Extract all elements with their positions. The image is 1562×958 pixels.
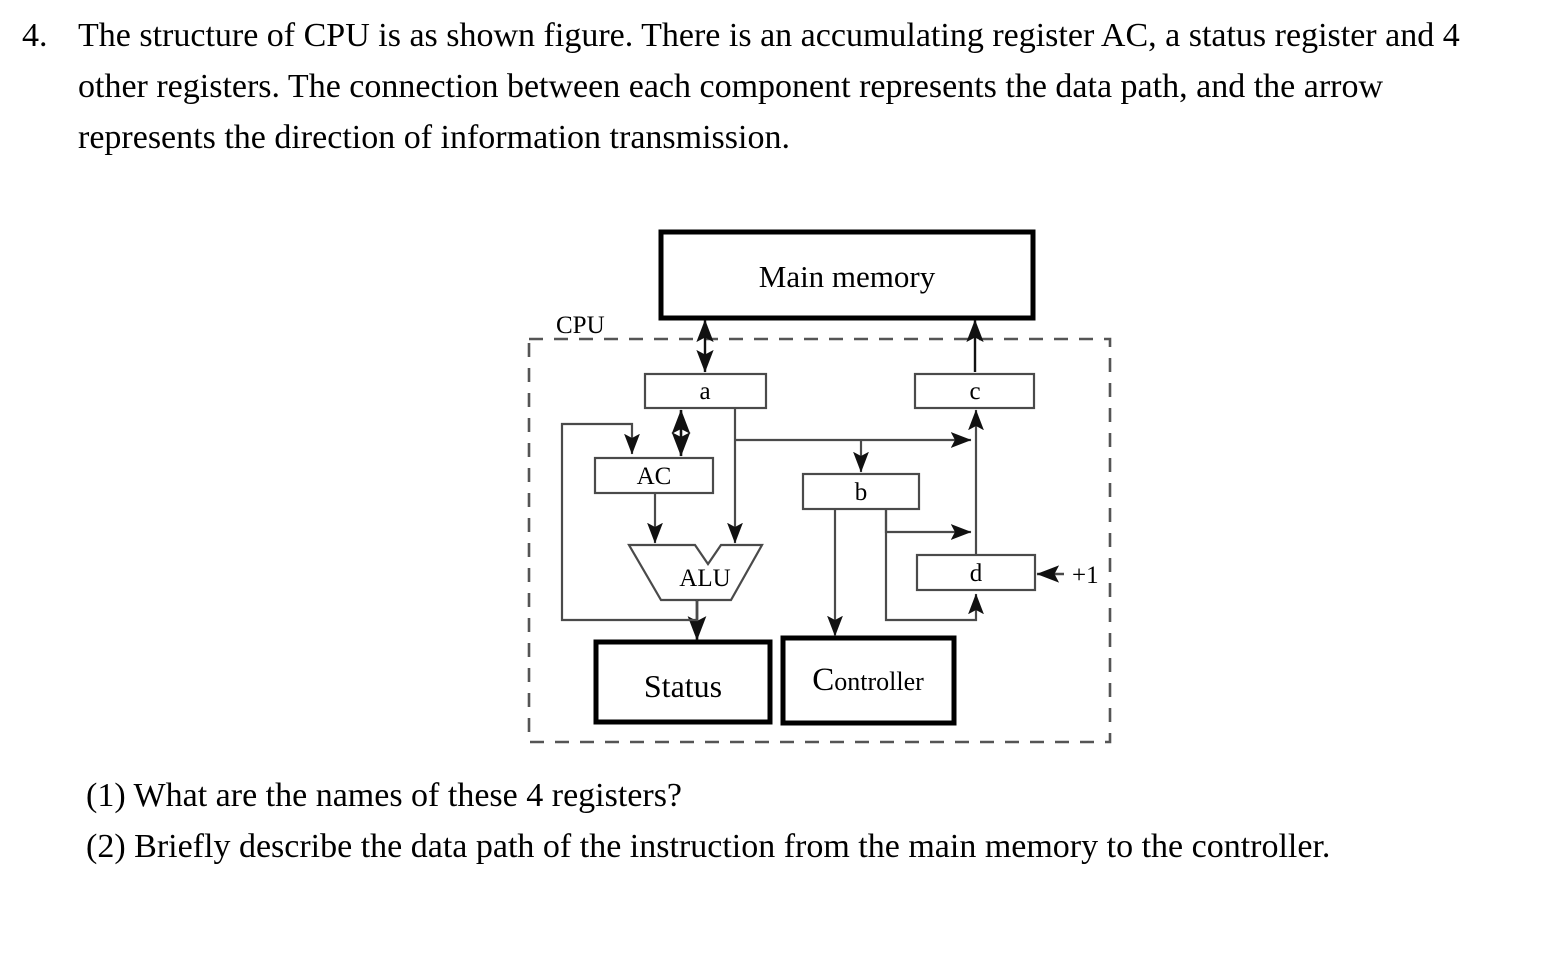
controller-label-rest: ontroller xyxy=(834,667,924,696)
alu-label: ALU xyxy=(679,565,730,592)
accumulator-ac-label: AC xyxy=(637,463,672,490)
edge-alu-feedback-to-ac xyxy=(560,422,699,622)
cpu-boundary-label: CPU xyxy=(556,312,605,339)
register-d-label: d xyxy=(970,560,983,587)
question-number: 4. xyxy=(22,17,48,54)
register-b-label: b xyxy=(855,479,868,506)
cpu-boundary-dashed-box xyxy=(527,337,1112,744)
edge-b-to-dc-trunk xyxy=(884,509,972,540)
register-b-box xyxy=(801,472,921,511)
controller-label-capital: C xyxy=(812,662,834,698)
register-c-label: c xyxy=(969,378,980,405)
register-a-label: a xyxy=(699,378,710,405)
question-stem-text: The structure of CPU is as shown figure.… xyxy=(78,17,1460,156)
main-memory-box xyxy=(658,229,1036,321)
main-memory-label: Main memory xyxy=(759,259,936,294)
register-a-box xyxy=(643,372,768,410)
sub-questions: (1) What are the names of these 4 regist… xyxy=(86,770,1546,872)
cpu-structure-diagram: CPU Main memory a c AC b d ALU S xyxy=(0,222,1562,762)
sub-question-2: (2) Briefly describe the data path of th… xyxy=(86,828,1331,865)
status-register-box xyxy=(593,639,773,725)
edge-b-to-d xyxy=(884,509,984,622)
status-register-label: Status xyxy=(644,668,722,704)
register-c-box xyxy=(913,372,1036,410)
alu-shape xyxy=(627,543,764,602)
controller-box xyxy=(780,635,957,726)
controller-label: Controller xyxy=(812,662,924,698)
register-d-box xyxy=(915,553,1037,592)
increment-label: +1 xyxy=(1072,562,1099,589)
sub-question-1: (1) What are the names of these 4 regist… xyxy=(86,777,683,814)
question-stem: 4. The structure of CPU is as shown figu… xyxy=(22,10,1542,163)
